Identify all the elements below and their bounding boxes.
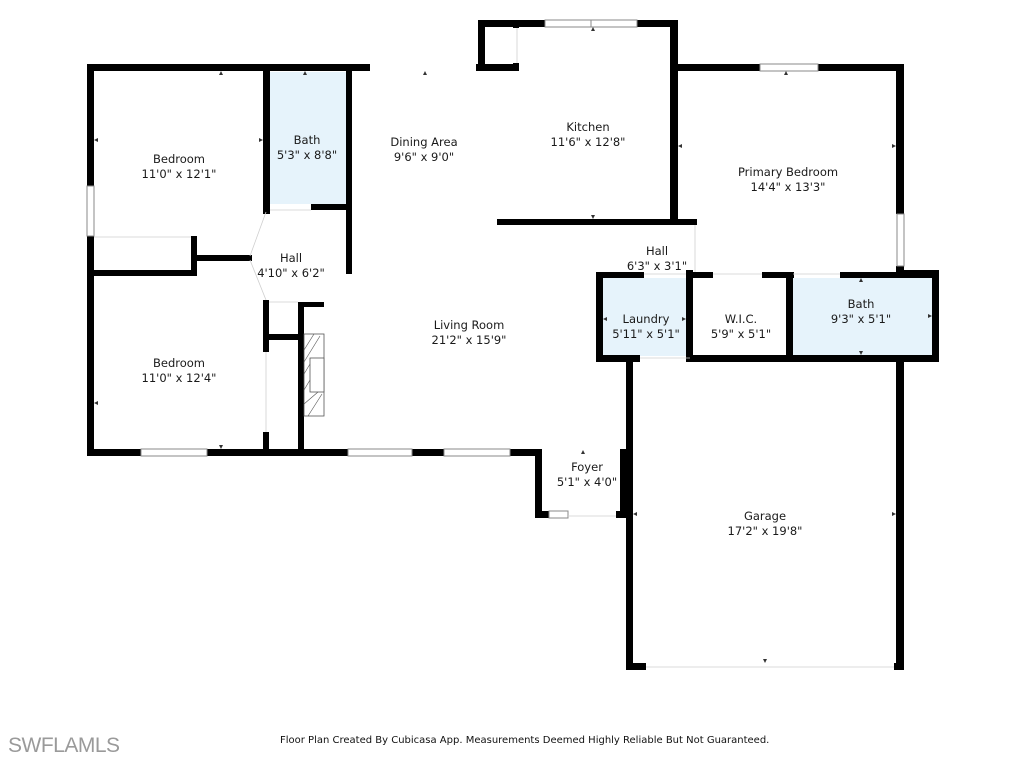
room-bedroom-2: Bedroom 11'0" x 12'4" [142,356,217,386]
fireplace [303,333,325,417]
room-dimensions: 11'0" x 12'4" [141,371,217,385]
room-dimensions: 11'6" x 12'8" [550,135,626,149]
room-name: Laundry [622,312,670,326]
door-openings [94,28,894,668]
room-foyer: Foyer 5'1" x 4'0" [557,460,617,490]
room-dimensions: 6'3" x 3'1" [626,259,688,273]
room-name: Bath [847,297,875,311]
bath-1-fill [270,72,346,204]
room-dimensions: 5'3" x 8'8" [276,148,338,162]
mls-watermark: SWFLAMLS [8,734,120,757]
room-garage: Garage 17'2" x 19'8" [728,509,803,539]
room-dimensions: 5'1" x 4'0" [556,475,618,489]
walls [87,20,939,670]
room-dimensions: 9'6" x 9'0" [393,150,455,164]
room-name: Kitchen [566,120,610,134]
room-primary-bedroom: Primary Bedroom 14'4" x 13'3" [738,165,838,195]
footer-disclaimer: Floor Plan Created By Cubicasa App. Meas… [280,735,770,746]
room-dining-area: Dining Area 9'6" x 9'0" [390,135,457,165]
interior-walls [87,64,900,452]
room-hall-2: Hall 6'3" x 3'1" [627,244,687,274]
room-dimensions: 5'11" x 5'1" [612,327,680,341]
laundry-fill [602,278,691,356]
room-hall-1: Hall 4'10" x 6'2" [257,251,325,281]
windows [86,19,905,519]
room-name: Bedroom [152,356,206,370]
room-name: Primary Bedroom [737,165,839,179]
room-name: Hall [645,244,669,258]
room-name: Bedroom [152,152,206,166]
room-name: Foyer [571,460,603,474]
room-dimensions: 14'4" x 13'3" [750,180,826,194]
room-name: Bath [293,133,321,147]
room-name: Dining Area [390,135,458,149]
room-wic: W.I.C. 5'9" x 5'1" [711,312,771,342]
room-kitchen: Kitchen 11'6" x 12'8" [551,120,626,150]
room-living-room: Living Room 21'2" x 15'9" [432,318,507,348]
room-dimensions: 11'0" x 12'1" [141,167,217,181]
room-name: W.I.C. [724,312,758,326]
room-dimensions: 5'9" x 5'1" [710,327,772,341]
room-dimensions: 9'3" x 5'1" [830,312,892,326]
room-name: Hall [279,251,303,265]
room-dimensions: 21'2" x 15'9" [431,333,507,347]
room-dimensions: 4'10" x 6'2" [257,266,325,280]
room-bath-2: Bath 9'3" x 5'1" [831,297,891,327]
room-laundry: Laundry 5'11" x 5'1" [612,312,680,342]
room-name: Garage [743,509,787,523]
bath-2-fill [792,278,932,356]
measurement-ticks [94,27,932,663]
room-dimensions: 17'2" x 19'8" [727,524,803,538]
room-bedroom-1: Bedroom 11'0" x 12'1" [142,152,217,182]
room-name: Living Room [433,318,505,332]
room-bath-1: Bath 5'3" x 8'8" [277,133,337,163]
